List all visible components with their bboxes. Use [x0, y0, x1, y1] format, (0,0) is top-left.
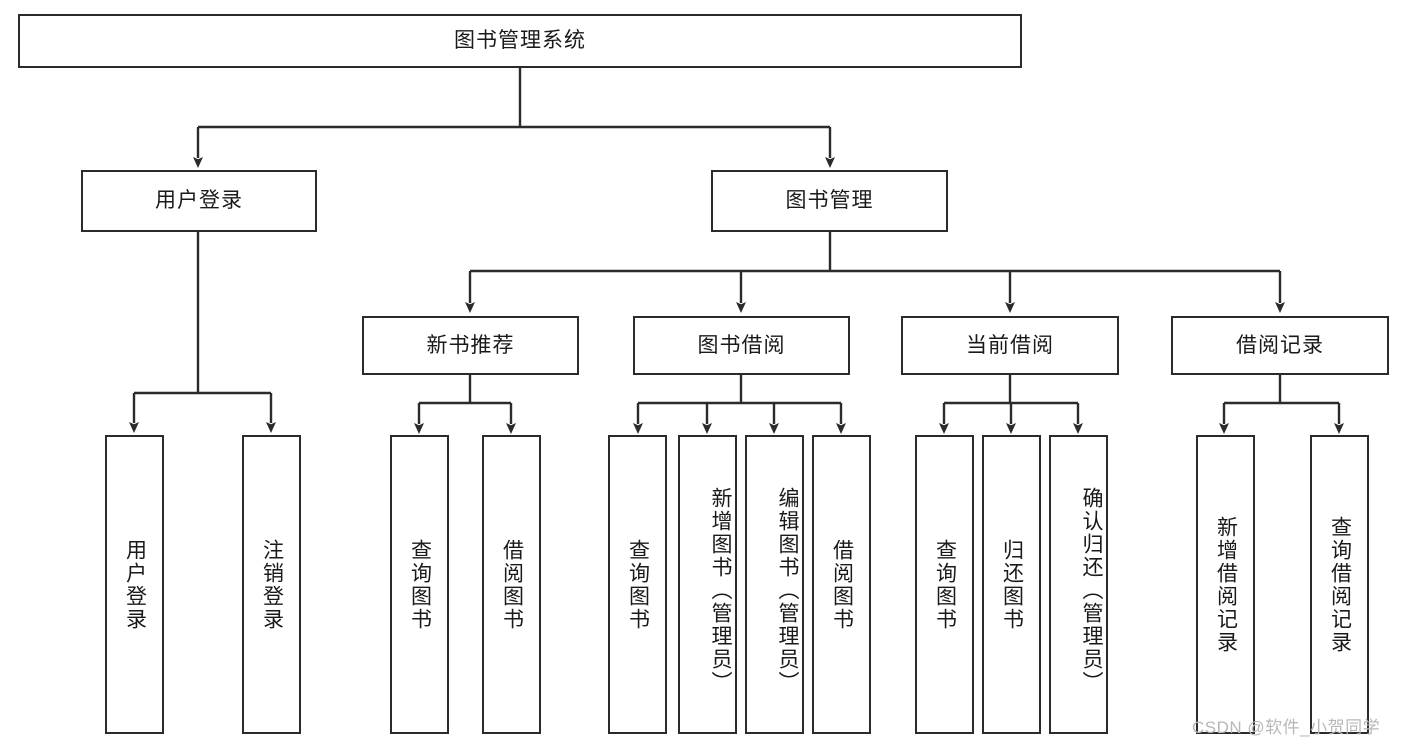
leaf-borrow-query-book[interactable]: 查询图书 — [608, 435, 667, 734]
node-label: 借阅图书 — [500, 538, 524, 631]
node-label: 图书管理系统 — [454, 29, 586, 53]
node-label: 当前借阅 — [966, 333, 1054, 357]
leaf-current-return-book[interactable]: 归还图书 — [982, 435, 1041, 734]
leaf-recommend-borrow-book[interactable]: 借阅图书 — [482, 435, 541, 734]
leaf-user-login-logout[interactable]: 注销登录 — [242, 435, 301, 734]
node-label: 查询图书 — [626, 538, 650, 631]
node-label: 用户登录 — [123, 538, 147, 631]
node-label: 查询图书 — [408, 538, 432, 631]
node-user-login[interactable]: 用户登录 — [81, 170, 317, 232]
node-label: 新增借阅记录 — [1214, 515, 1238, 654]
leaf-borrow-edit-book-admin[interactable]: 编辑图书（管理员） — [745, 435, 804, 734]
node-label: 借阅图书 — [830, 538, 854, 631]
leaf-borrow-add-book-admin[interactable]: 新增图书（管理员） — [678, 435, 737, 734]
node-label: 注销登录 — [260, 538, 284, 631]
leaf-records-query-record[interactable]: 查询借阅记录 — [1310, 435, 1369, 734]
leaf-recommend-query-book[interactable]: 查询图书 — [390, 435, 449, 734]
node-label: 编辑图书（管理员） — [776, 487, 799, 694]
node-label: 新书推荐 — [426, 333, 515, 357]
node-label: 图书管理 — [785, 189, 874, 213]
node-label: 归还图书 — [1000, 538, 1024, 631]
node-label: 查询图书 — [933, 538, 957, 631]
leaf-current-confirm-return-admin[interactable]: 确认归还（管理员） — [1049, 435, 1108, 734]
node-new-book-recommend[interactable]: 新书推荐 — [362, 316, 579, 375]
csdn-watermark: CSDN @软件_小贺同学 — [1192, 718, 1381, 737]
node-label: 借阅记录 — [1236, 333, 1324, 357]
node-label: 图书借阅 — [697, 333, 786, 357]
node-current-borrow[interactable]: 当前借阅 — [901, 316, 1119, 375]
leaf-borrow-borrow-book[interactable]: 借阅图书 — [812, 435, 871, 734]
node-root-system[interactable]: 图书管理系统 — [18, 14, 1022, 68]
node-book-borrow[interactable]: 图书借阅 — [633, 316, 850, 375]
node-label: 查询借阅记录 — [1328, 515, 1352, 654]
leaf-records-add-record[interactable]: 新增借阅记录 — [1196, 435, 1255, 734]
leaf-current-query-book[interactable]: 查询图书 — [915, 435, 974, 734]
node-label: 确认归还（管理员） — [1080, 487, 1103, 694]
node-borrow-records[interactable]: 借阅记录 — [1171, 316, 1389, 375]
leaf-user-login-login[interactable]: 用户登录 — [105, 435, 164, 734]
node-label: 新增图书（管理员） — [709, 487, 732, 694]
node-book-management[interactable]: 图书管理 — [711, 170, 948, 232]
node-label: 用户登录 — [155, 189, 243, 213]
